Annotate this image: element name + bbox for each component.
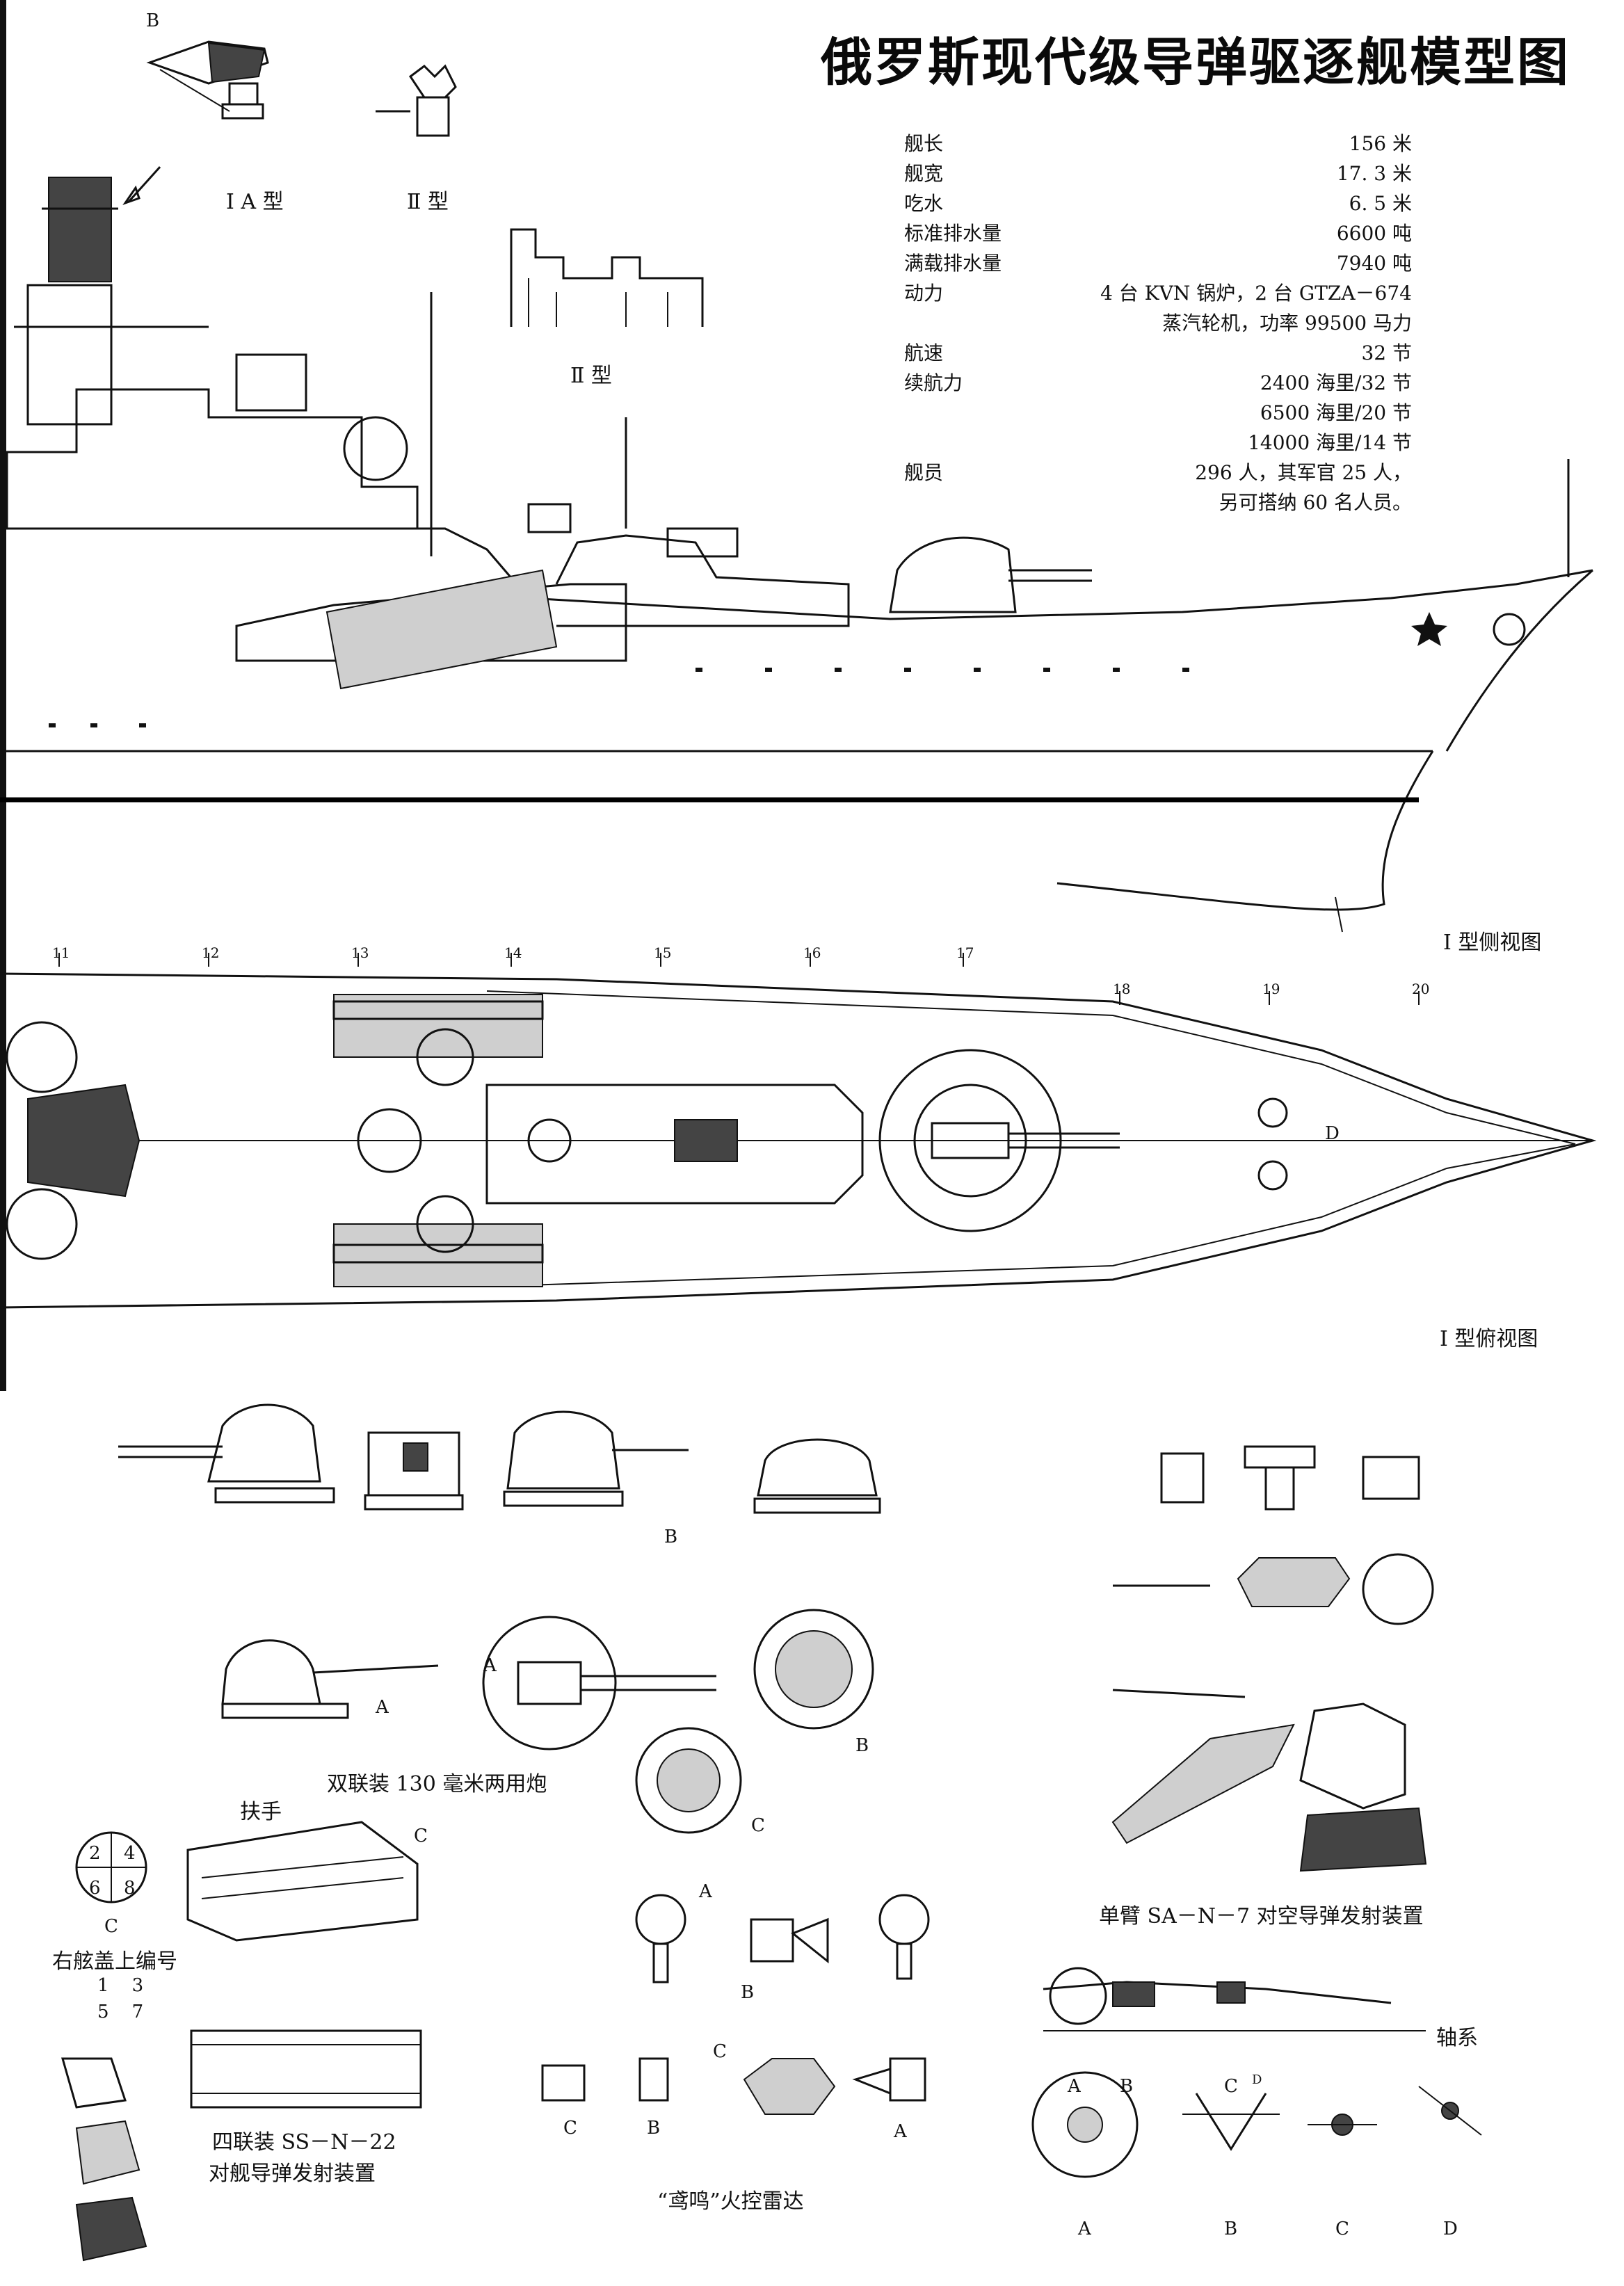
top-view-d-label: D bbox=[1325, 1123, 1340, 1144]
spec-row: 6500 海里/20 节 bbox=[1260, 401, 1412, 424]
mast bbox=[14, 177, 627, 556]
cover-number: 4 bbox=[124, 1843, 136, 1864]
ssm-caption-line2: 对舰导弹发射装置 bbox=[209, 2162, 376, 2186]
frame-number: 20 bbox=[1412, 981, 1430, 997]
side-view-label: Ⅰ 型侧视图 bbox=[1443, 931, 1542, 955]
spec-row: 蒸汽轮机，功率 99500 马力 bbox=[1162, 312, 1412, 335]
radar-mark-b: B bbox=[741, 1982, 755, 2003]
gun-mark-a2: A bbox=[483, 1655, 497, 1676]
cover-number: 8 bbox=[124, 1878, 136, 1899]
frame-number: 16 bbox=[803, 944, 821, 961]
type-1a-label: Ⅰ A 型 bbox=[226, 190, 284, 214]
cover-number: 2 bbox=[89, 1843, 101, 1864]
handrail-label: 扶手 bbox=[240, 1800, 282, 1824]
mark-b-label: B bbox=[146, 10, 160, 31]
frame-number: 17 bbox=[956, 944, 974, 961]
side-view-hull bbox=[0, 459, 1593, 933]
frame-number: 19 bbox=[1262, 981, 1280, 997]
gun-mark-b: B bbox=[664, 1527, 678, 1547]
frame-number: 11 bbox=[52, 944, 70, 961]
frame-number: 14 bbox=[504, 944, 522, 961]
shaft-mark-d2: D bbox=[1443, 2219, 1458, 2239]
shaft-mark-a: A bbox=[1068, 2076, 1081, 2097]
type-2-superstructure-detail bbox=[510, 228, 704, 327]
radar-mark-a2: A bbox=[894, 2121, 907, 2142]
shaft-label: 轴系 bbox=[1436, 2026, 1478, 2050]
sam-details bbox=[1111, 1445, 1434, 1872]
top-view-hull bbox=[0, 953, 1597, 1309]
radar-details bbox=[541, 1894, 930, 2115]
shaft-mark-a2: A bbox=[1078, 2219, 1091, 2239]
top-view-label: Ⅰ 型俯视图 bbox=[1440, 1327, 1538, 1351]
frame-number: 13 bbox=[351, 944, 369, 961]
type-2-label: Ⅱ 型 bbox=[407, 190, 449, 214]
frame-number: 18 bbox=[1113, 981, 1131, 997]
shaft-mark-b2: B bbox=[1224, 2219, 1238, 2239]
frame-number: 12 bbox=[202, 944, 220, 961]
shaft-mark-d: D bbox=[1252, 2072, 1262, 2087]
ssm-mark-c: C bbox=[414, 1826, 428, 1846]
cover-number: 6 bbox=[89, 1878, 101, 1899]
gun-caption: 双联装 130 毫米两用炮 bbox=[327, 1772, 547, 1796]
radar-mark-c: C bbox=[713, 2041, 727, 2062]
cover-caption: 右舷盖上编号 bbox=[52, 1949, 177, 1974]
gun-mark-a: A bbox=[376, 1697, 389, 1718]
radar-mark-c2: C bbox=[563, 2118, 577, 2139]
page-title: 俄罗斯现代级导弹驱逐舰模型图 bbox=[821, 33, 1570, 92]
cover-numbers-row1: 1 3 bbox=[97, 1975, 144, 1996]
shaft-mark-b: B bbox=[1120, 2076, 1134, 2097]
type-2-detail bbox=[376, 64, 457, 137]
spec-row: 另可搭纳 60 名人员。 bbox=[1219, 491, 1412, 514]
left-edge-bar bbox=[0, 0, 6, 1391]
cover-numbers-row2: 5 7 bbox=[97, 2002, 144, 2022]
gun-mark-c: C bbox=[751, 1815, 765, 1836]
ssm-details bbox=[61, 1821, 422, 2262]
radar-mark-a: A bbox=[699, 1881, 712, 1902]
type-1a-detail bbox=[146, 40, 269, 120]
sam-caption: 单臂 SA－N－7 对空导弹发射装置 bbox=[1099, 1904, 1424, 1929]
shaft-mark-c: C bbox=[1224, 2076, 1238, 2097]
gun-details bbox=[118, 1403, 881, 1834]
frame-number: 15 bbox=[654, 944, 672, 961]
gun-mark-b2: B bbox=[855, 1735, 869, 1756]
radar-caption: “鸢鸣”火控雷达 bbox=[657, 2189, 804, 2214]
shaft-mark-c2: C bbox=[1335, 2219, 1349, 2239]
spec-row: 14000 海里/14 节 bbox=[1248, 431, 1412, 454]
side-superstructure bbox=[6, 353, 1092, 690]
ssm-cover-c: C bbox=[104, 1916, 118, 1937]
ssm-caption-line1: 四联装 SS－N－22 bbox=[212, 2130, 396, 2155]
radar-mark-b2: B bbox=[647, 2118, 661, 2139]
shaft-details bbox=[1031, 1967, 1482, 2178]
type-2-superstructure-label: Ⅱ 型 bbox=[570, 364, 612, 388]
